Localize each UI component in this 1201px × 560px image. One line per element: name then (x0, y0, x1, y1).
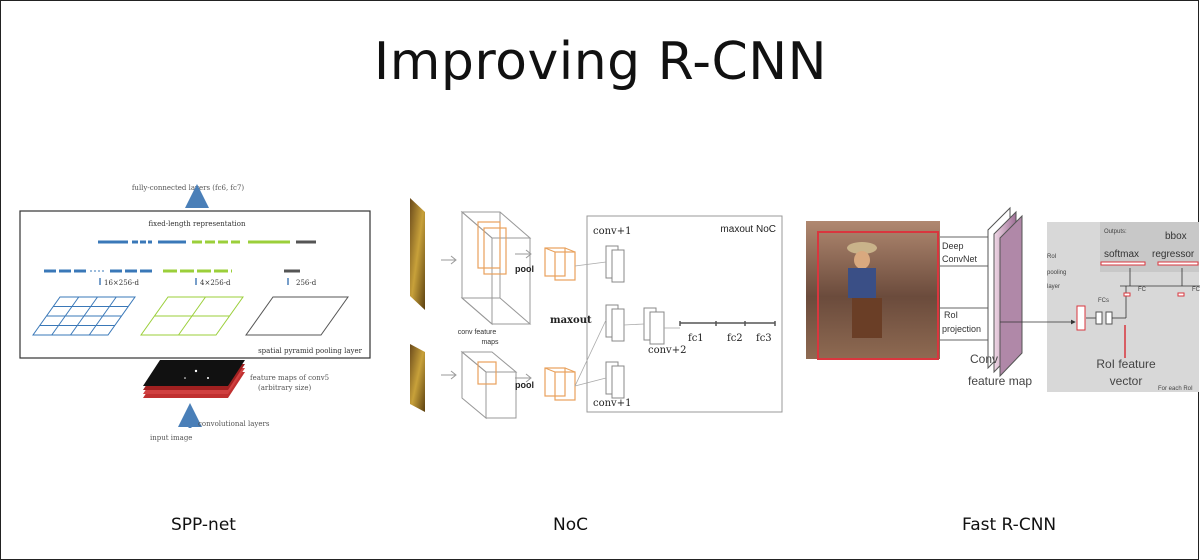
frcnn-roi-proj-1: RoI (944, 310, 958, 320)
frcnn-fcs: FCs (1098, 298, 1109, 304)
noc-fc3: fc3 (756, 333, 772, 344)
spp-pooling-box (19, 210, 371, 359)
noc-conv1-top: conv+1 (593, 226, 631, 237)
noc-conv-feature-label-1: conv feature (458, 329, 497, 336)
noc-fc-layers (679, 321, 776, 326)
noc-maxout-noc-label: maxout NoC (720, 224, 776, 235)
noc-pooled-bottom (544, 367, 576, 401)
noc-pooled-top (544, 247, 576, 281)
spp-net-diagram: fully-connected layers (fc6, fc7) fixed-… (19, 184, 371, 442)
frcnn-bbox-2: regressor (1152, 249, 1195, 260)
spp-fixed-label: fixed-length representation (149, 220, 246, 228)
frcnn-bbox-1: bbox (1165, 231, 1187, 242)
noc-fc1: fc1 (688, 333, 704, 344)
noc-roi-large (477, 221, 501, 269)
caption-fast-rcnn: Fast R-CNN (962, 515, 1057, 535)
frcnn-outputs: Outputs: (1104, 229, 1127, 235)
frcnn-conv-feature-map (987, 206, 1023, 378)
frcnn-roi-pool-3: layer (1047, 284, 1060, 290)
frcnn-softmax: softmax (1104, 249, 1139, 260)
spp-feat-label-2: (arbitrary size) (258, 384, 311, 392)
spp-conv-label: convolutional layers (198, 420, 270, 428)
spp-bin1-label: 256-d (296, 279, 317, 287)
frcnn-roi-vec-2: vector (1110, 374, 1143, 388)
spp-fc-label: fully-connected layers (fc6, fc7) (132, 184, 245, 192)
spp-bin16-label: 16×256-d (104, 279, 139, 287)
slide-title: Improving R-CNN (373, 32, 828, 92)
spp-grid-2x2 (140, 296, 244, 336)
noc-conv-feature-label-2: maps (481, 339, 499, 346)
spp-input-label: input image (150, 434, 192, 442)
frcnn-fc-a: FC (1138, 287, 1147, 293)
frcnn-roi-proj-2: projection (942, 324, 981, 334)
spp-grid-1x1 (245, 296, 349, 336)
noc-maxout-label: maxout (550, 315, 592, 326)
frcnn-roi-pool-1: RoI (1047, 254, 1057, 260)
frcnn-fc-b: FC (1192, 287, 1201, 293)
frcnn-conv-map-1: Conv (970, 352, 998, 366)
noc-arrow-1 (441, 255, 457, 265)
noc-conv2-label: conv+2 (648, 345, 686, 356)
frcnn-roi-pool-box (1076, 305, 1086, 331)
frcnn-roi-vec-1: RoI feature (1096, 357, 1156, 371)
noc-pool-top: pool (515, 264, 534, 274)
noc-pool-bot: pool (515, 380, 534, 390)
spp-bin4-label: 4×256-d (200, 279, 231, 287)
noc-conv1-bot: conv+1 (593, 398, 631, 409)
noc-input-image-large (410, 198, 425, 310)
noc-diagram: conv feature maps pool pool maxout NoC c… (410, 198, 783, 420)
frcnn-deep-1: Deep (942, 241, 964, 251)
frcnn-roi-pool-2: pooling (1047, 270, 1066, 276)
noc-connectors (574, 261, 680, 387)
frcnn-deep-2: ConvNet (942, 254, 978, 264)
spp-feat-label-1: feature maps of conv5 (250, 374, 329, 382)
diagrams-canvas: fully-connected layers (fc6, fc7) fixed-… (19, 184, 1201, 442)
frcnn-for-each: For each RoI (1158, 386, 1193, 392)
noc-input-image-small (410, 344, 425, 412)
caption-spp-net: SPP-net (171, 515, 236, 535)
caption-noc: NoC (553, 515, 588, 535)
spp-grid-4x4 (32, 296, 136, 336)
spp-pool-label: spatial pyramid pooling layer (258, 347, 363, 355)
spp-feature-maps (143, 360, 245, 398)
noc-fc2: fc2 (727, 333, 743, 344)
frcnn-conv-map-2: feature map (968, 374, 1032, 388)
fast-rcnn-diagram: Deep ConvNet RoI projection Conv feature… (806, 206, 1201, 392)
